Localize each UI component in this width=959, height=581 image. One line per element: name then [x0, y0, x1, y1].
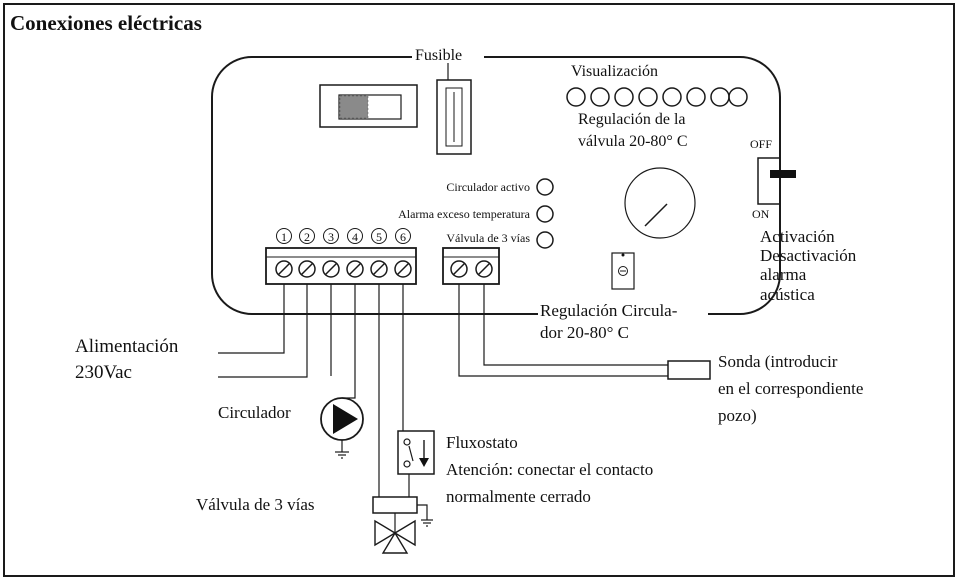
svg-text:3: 3 [328, 230, 334, 244]
valve-regulation-label-1: Regulación de la [578, 111, 686, 128]
switch-off-label: OFF [750, 137, 772, 151]
alarm-label-3: alarma [760, 265, 807, 284]
led-label-circulator: Circulador activo [446, 180, 530, 194]
wiring [218, 284, 668, 497]
power-supply-label-2: 230Vac [75, 362, 132, 383]
svg-text:5: 5 [376, 230, 382, 244]
circulator-regulation-label-1: Regulación Circula- [540, 301, 678, 320]
svg-text:1: 1 [281, 230, 287, 244]
power-supply-label-1: Alimentación [75, 336, 179, 357]
fuse-holder [436, 79, 472, 155]
alarm-label-2: Desactivación [760, 246, 857, 265]
switch-on-label: ON [752, 207, 770, 221]
diagram-title: Conexiones eléctricas [10, 11, 202, 35]
three-way-valve-label: Válvula de 3 vías [196, 495, 315, 514]
display-label: Visualización [571, 63, 658, 80]
led-3way-valve [536, 231, 554, 249]
flow-switch-note-2: normalmente cerrado [446, 487, 591, 506]
led-circulator-active [536, 178, 554, 196]
terminal-numbers: 1 2 3 4 5 6 [276, 228, 411, 244]
circulator-label: Circulador [218, 403, 291, 422]
alarm-label-1: Activación [760, 227, 835, 246]
probe-label-3: pozo) [718, 406, 757, 425]
probe-label-1: Sonda (introducir [718, 352, 838, 371]
fuse-label: Fusible [415, 47, 462, 64]
display-leds [566, 87, 748, 107]
svg-text:4: 4 [352, 230, 358, 244]
led-label-valve: Válvula de 3 vías [446, 231, 530, 245]
flow-switch-icon [397, 430, 435, 475]
svg-text:6: 6 [400, 230, 406, 244]
svg-text:2: 2 [304, 230, 310, 244]
flow-switch-label: Fluxostato [446, 433, 518, 452]
probe-sensor-icon [667, 360, 711, 380]
alarm-label-4: acústica [760, 285, 815, 304]
terminal-block-main [265, 247, 417, 285]
three-way-valve-icon [372, 496, 433, 554]
valve-regulation-label-2: válvula 20-80° C [578, 133, 688, 150]
terminal-block-probe [442, 247, 500, 285]
probe-label-2: en el correspondiente [718, 379, 863, 398]
power-switch[interactable] [319, 84, 418, 128]
circulator-regulation-label-2: dor 20-80° C [540, 323, 629, 342]
led-label-alarm: Alarma exceso temperatura [398, 207, 531, 221]
led-overtemp-alarm [536, 205, 554, 223]
circulator-pump-icon [320, 397, 364, 459]
circulator-regulation-trimmer[interactable] [611, 252, 635, 290]
alarm-switch[interactable] [757, 157, 796, 205]
valve-regulation-dial[interactable] [624, 167, 696, 239]
flow-switch-note-1: Atención: conectar el contacto [446, 460, 653, 479]
outer-frame [3, 3, 955, 577]
